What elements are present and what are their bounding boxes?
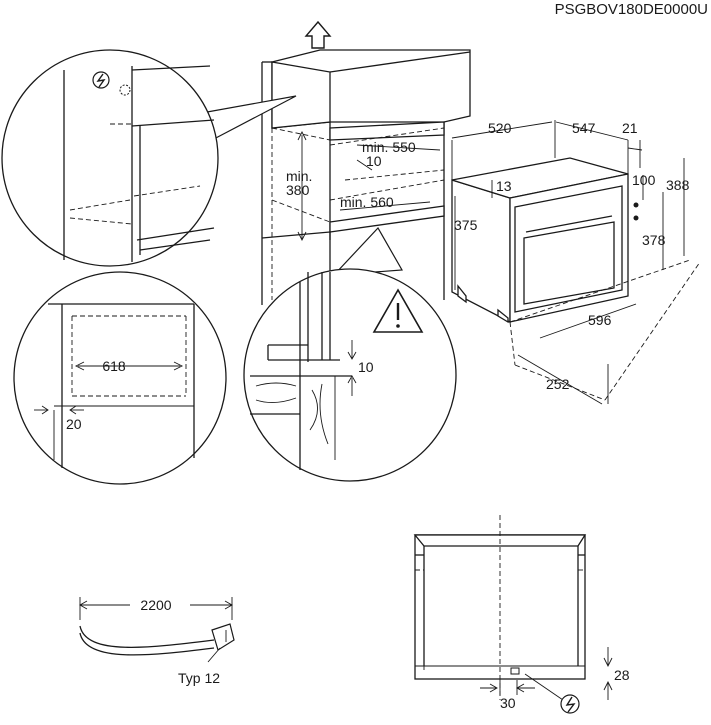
cable-plug-icon	[207, 623, 235, 663]
dim-252: 252	[546, 376, 570, 392]
dim-100: 100	[632, 172, 656, 188]
dim-min-380-value: 380	[286, 182, 310, 198]
dim-20: 20	[66, 416, 82, 432]
dim-596: 596	[588, 312, 612, 328]
dim-21: 21	[622, 120, 638, 136]
dim-min-550: min. 550	[362, 139, 416, 155]
oven-drawing	[451, 120, 701, 405]
cable-type: Typ 12	[178, 670, 220, 686]
dim-618: 618	[102, 358, 126, 374]
dim-30: 30	[500, 695, 516, 711]
dim-min-380-label: min.	[286, 168, 312, 184]
dim-375: 375	[454, 217, 478, 233]
detail-circle-middle	[13, 271, 227, 485]
warning-icon	[372, 288, 424, 333]
arrow-up-icon	[304, 20, 332, 49]
dim-min-560: min. 560	[340, 194, 394, 210]
niche-dimensions	[297, 130, 441, 242]
doc-code: PSGBOV180DE0000U	[555, 1, 708, 18]
dim-28: 28	[614, 667, 630, 683]
dim-10-top: 10	[366, 153, 382, 169]
dim-388: 388	[666, 177, 690, 193]
back-view-drawing	[413, 515, 613, 701]
dim-378: 378	[642, 232, 666, 248]
lightning-icon	[92, 71, 110, 89]
dim-547: 547	[572, 120, 596, 136]
detail-circle-warning	[243, 226, 457, 482]
lightning-icon-back	[560, 694, 580, 714]
dim-13: 13	[496, 178, 512, 194]
dim-520: 520	[488, 120, 512, 136]
dim-10-detail: 10	[358, 359, 374, 375]
detail-circle-top	[1, 49, 297, 267]
socket-icon	[119, 84, 131, 96]
cable-drawing	[79, 597, 233, 656]
dim-2200: 2200	[140, 597, 171, 613]
